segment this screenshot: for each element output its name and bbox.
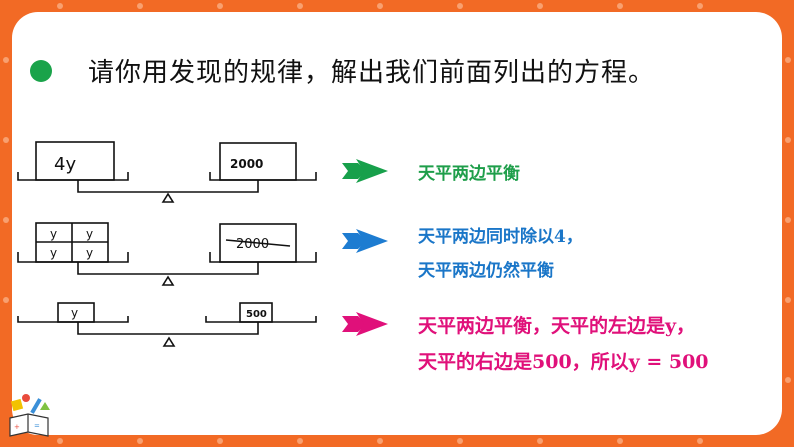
scale-3-left-label: y (71, 306, 78, 320)
blue-arrow-icon (342, 229, 388, 253)
pink-arrow-icon (342, 312, 388, 336)
book-stationery-icon: + = (9, 394, 50, 437)
note-3-line-1: 天平两边平衡，天平的左边是y， (418, 315, 696, 337)
scale-2-cell-1: y (50, 227, 57, 241)
note-3: 天平两边平衡，天平的左边是y， 天平的右边是500，所以y = 500 (418, 308, 709, 380)
note-1: 天平两边平衡 (418, 157, 520, 191)
scale-1: 4y 2000 (17, 141, 317, 203)
scale-3: y 500 (17, 302, 317, 347)
svg-text:+: + (14, 423, 20, 431)
scale-2: y y y y 2000 (17, 222, 317, 286)
note-2-line-1: 天平两边同时除以4， (418, 227, 583, 247)
scale-2-right-label: 2000 (236, 237, 269, 252)
scale-1-right-label: 2000 (230, 157, 263, 171)
note-3-line-2: 天平的右边是500，所以y = 500 (418, 351, 709, 373)
scale-2-cell-4: y (86, 246, 93, 260)
heading-text: 请你用发现的规律，解出我们前面列出的方程。 (88, 58, 656, 88)
note-1-line-1: 天平两边平衡 (418, 164, 520, 184)
scale-1-left-label: 4y (54, 154, 76, 175)
scale-2-cell-2: y (86, 227, 93, 241)
content-card (12, 12, 782, 435)
note-2: 天平两边同时除以4， 天平两边仍然平衡 (418, 220, 583, 288)
note-2-line-2: 天平两边仍然平衡 (418, 261, 554, 281)
svg-text:=: = (34, 422, 40, 430)
green-arrow-icon (342, 159, 388, 183)
scale-3-right-label: 500 (246, 309, 267, 320)
scale-2-cell-3: y (50, 246, 57, 260)
bullet-icon (30, 59, 52, 82)
heading: 请你用发现的规律，解出我们前面列出的方程。 (30, 52, 655, 89)
